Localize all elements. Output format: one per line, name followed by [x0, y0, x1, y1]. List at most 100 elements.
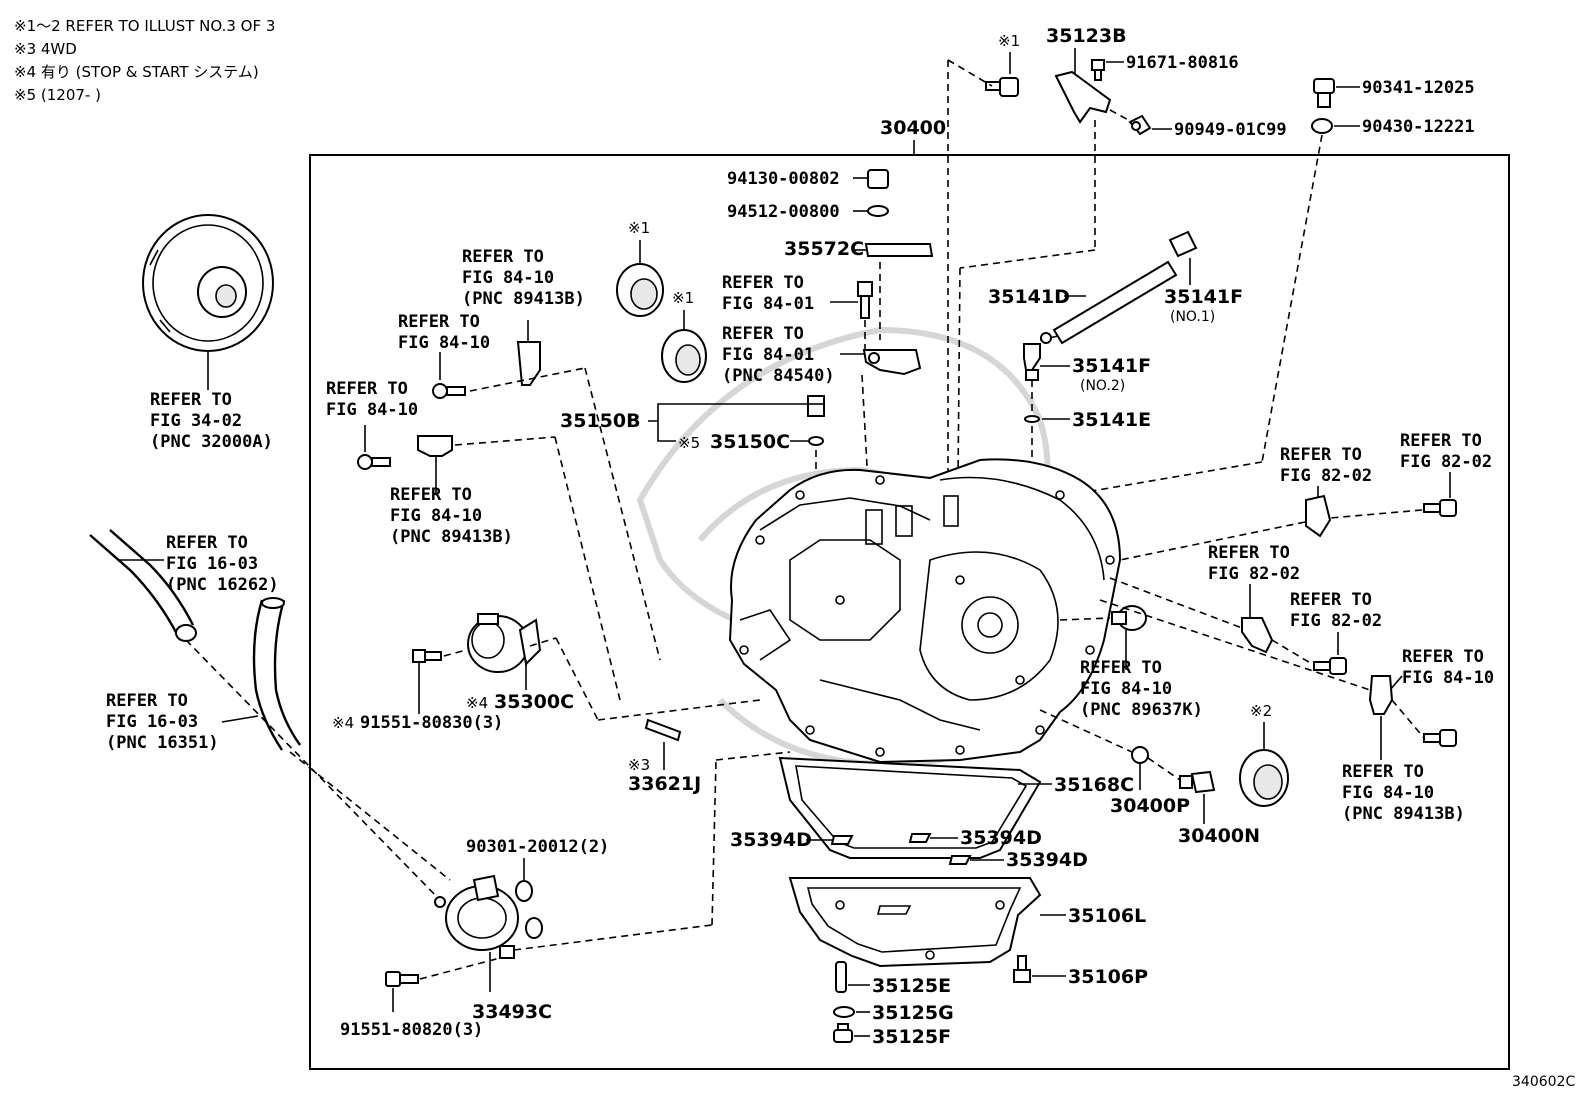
part-35106L[interactable]: 35106L: [1068, 905, 1146, 927]
oil-pan-35106L[interactable]: [788, 877, 1042, 968]
collar-35141F-no1[interactable]: [1168, 230, 1198, 258]
ref-fig-82-02-b[interactable]: REFER TO FIG 82-02: [1400, 431, 1492, 472]
bracket-35123B[interactable]: [1054, 70, 1112, 124]
part-35394D-a[interactable]: 35394D: [730, 829, 812, 851]
bracket-82-02-c[interactable]: [1241, 617, 1274, 654]
ref-fig-84-01-b[interactable]: REFER TO FIG 84-01 (PNC 84540): [722, 324, 835, 386]
oring-90301-a[interactable]: [515, 880, 533, 902]
ref-fig-84-10-89637K[interactable]: REFER TO FIG 84-10 (PNC 89637K): [1080, 658, 1203, 720]
part-35141E[interactable]: 35141E: [1072, 409, 1151, 431]
speed-sensor-lower[interactable]: [417, 435, 453, 495]
oil-seal-1[interactable]: [616, 263, 664, 317]
ref-fig-84-01-a[interactable]: REFER TO FIG 84-01: [722, 273, 814, 314]
part-35394D-c[interactable]: 35394D: [1006, 849, 1088, 871]
part-90430[interactable]: 90430-12221: [1362, 117, 1475, 137]
part-35300C[interactable]: 35300C: [494, 691, 574, 713]
oil-pump-35300C[interactable]: [467, 613, 542, 673]
ref-fig-16-03-16351[interactable]: REFER TO FIG 16-03 (PNC 16351): [106, 691, 219, 753]
part-35150B[interactable]: 35150B: [560, 410, 641, 432]
part-94512[interactable]: 94512-00800: [727, 202, 840, 222]
washer-35125G[interactable]: [833, 1006, 855, 1018]
ref-fig-84-10-b[interactable]: REFER TO FIG 84-10: [326, 379, 418, 420]
ref-fig-84-10-89413B-mid[interactable]: REFER TO FIG 84-10 (PNC 89413B): [390, 485, 513, 547]
bolt-35106P[interactable]: [1013, 955, 1031, 983]
part-90949[interactable]: 90949-01C99: [1174, 120, 1287, 140]
part-91551-820[interactable]: 91551-80820(3): [340, 1020, 483, 1040]
part-35141F-no2[interactable]: 35141F: [1072, 355, 1151, 377]
ref-fig-16-03-16262[interactable]: REFER TO FIG 16-03 (PNC 16262): [166, 533, 279, 595]
nut-94130[interactable]: [867, 169, 889, 189]
part-35141F-no1[interactable]: 35141F: [1164, 286, 1243, 308]
part-35125F[interactable]: 35125F: [872, 1026, 951, 1048]
ref-fig-34-02[interactable]: REFER TO FIG 34-02 (PNC 32000A): [150, 390, 273, 452]
vacuum-pump-33493C[interactable]: [434, 874, 519, 959]
bolt-91671[interactable]: [1091, 59, 1105, 81]
plug-30400N[interactable]: [1179, 770, 1216, 794]
ref-fig-82-02-a[interactable]: REFER TO FIG 82-02: [1280, 445, 1372, 486]
ring-35141E[interactable]: [1024, 415, 1040, 423]
sensor-84-10-89637K[interactable]: [1111, 605, 1147, 631]
bolt-82-02-b[interactable]: [1423, 499, 1457, 517]
part-35168C[interactable]: 35168C: [1054, 774, 1134, 796]
sensor-84-10-right[interactable]: [1368, 675, 1394, 715]
ref-fig-84-10-a[interactable]: REFER TO FIG 84-10: [398, 312, 490, 353]
bracket-82-02-a[interactable]: [1305, 494, 1332, 538]
part-35125E[interactable]: 35125E: [872, 975, 951, 997]
bolt-84-01[interactable]: [857, 281, 873, 319]
part-30400N[interactable]: 30400N: [1178, 825, 1260, 847]
shaft-35141D[interactable]: [1039, 260, 1178, 345]
magnet-35394D-c[interactable]: [948, 855, 972, 865]
bolt-sensor-upper[interactable]: [432, 383, 466, 399]
clip-90949[interactable]: [1128, 114, 1152, 136]
oring-30400P[interactable]: [1131, 746, 1149, 764]
ref-fig-82-02-d[interactable]: REFER TO FIG 82-02: [1290, 590, 1382, 631]
collar-35141F-no2[interactable]: [1023, 343, 1041, 381]
part-91671[interactable]: 91671-80816: [1126, 53, 1239, 73]
gasket-90430[interactable]: [1311, 118, 1333, 134]
part-35394D-b[interactable]: 35394D: [960, 827, 1042, 849]
oil-seal-3[interactable]: [1239, 749, 1289, 807]
part-94130[interactable]: 94130-00802: [727, 169, 840, 189]
pin-35125E[interactable]: [835, 961, 847, 993]
part-35150C[interactable]: 35150C: [710, 431, 790, 453]
magnet-35394D-a[interactable]: [830, 835, 854, 845]
part-35123B[interactable]: 35123B: [1046, 25, 1127, 47]
plug-90341[interactable]: [1313, 78, 1335, 108]
part-33621J[interactable]: 33621J: [628, 773, 701, 795]
oil-seal-2[interactable]: [661, 329, 707, 383]
oil-pan-gasket-35168C[interactable]: [778, 756, 1042, 859]
part-35125G[interactable]: 35125G: [872, 1002, 954, 1024]
bracket-35572C[interactable]: [864, 243, 934, 257]
gasket-35150C[interactable]: [808, 436, 824, 446]
part-33493C[interactable]: 33493C: [472, 1001, 552, 1023]
magnet-35394D-b[interactable]: [908, 833, 932, 843]
bolt-84-10-right[interactable]: [1423, 729, 1457, 747]
ref-fig-84-10-89413B-top[interactable]: REFER TO FIG 84-10 (PNC 89413B): [462, 247, 585, 309]
bolt-35123B-mount[interactable]: [985, 77, 1019, 97]
assembly-number[interactable]: 30400: [880, 117, 946, 139]
nut-35125F[interactable]: [833, 1023, 853, 1043]
speed-sensor-upper[interactable]: [516, 320, 541, 386]
transmission-case[interactable]: [728, 458, 1122, 764]
bolt-82-02-d[interactable]: [1313, 657, 1347, 675]
ref-fig-84-10-c[interactable]: REFER TO FIG 84-10: [1402, 647, 1494, 688]
bolt-91551-830[interactable]: [412, 649, 442, 663]
oring-90301-b[interactable]: [525, 917, 543, 939]
washer-94512[interactable]: [867, 205, 889, 217]
plate-33621J[interactable]: [644, 718, 682, 742]
part-30400P[interactable]: 30400P: [1110, 795, 1190, 817]
torque-converter[interactable]: [142, 214, 274, 352]
oil-cooler-hose-lower[interactable]: [252, 597, 301, 751]
drain-plug-35150B[interactable]: [807, 395, 825, 417]
bolt-91551-820[interactable]: [385, 971, 419, 987]
part-90301[interactable]: 90301-20012(2): [466, 837, 609, 857]
ref-fig-82-02-c[interactable]: REFER TO FIG 82-02: [1208, 543, 1300, 584]
part-91551-830[interactable]: 91551-80830(3): [360, 713, 503, 733]
part-35141D[interactable]: 35141D: [988, 286, 1070, 308]
part-90341[interactable]: 90341-12025: [1362, 78, 1475, 98]
bolt-sensor-lower[interactable]: [357, 454, 391, 470]
part-35106P[interactable]: 35106P: [1068, 966, 1148, 988]
part-35572C[interactable]: 35572C: [784, 238, 864, 260]
shift-lever-84540[interactable]: [862, 349, 922, 376]
ref-fig-84-10-89413B-right[interactable]: REFER TO FIG 84-10 (PNC 89413B): [1342, 762, 1465, 824]
